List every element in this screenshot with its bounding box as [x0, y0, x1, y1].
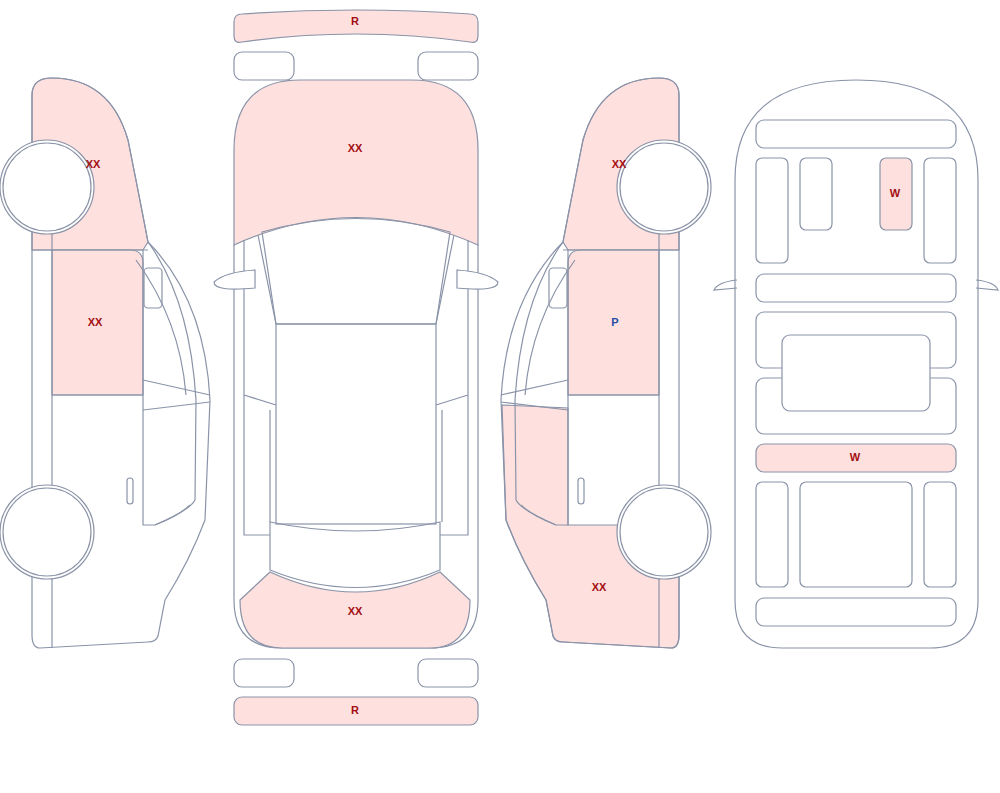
damage-code: XX [348, 605, 363, 618]
damage-code: XX [88, 316, 103, 329]
damage-code: W [850, 451, 860, 464]
damage-code: R [351, 15, 359, 28]
damage-code: P [611, 316, 618, 329]
right-side-view [501, 78, 711, 648]
interior-view [714, 80, 998, 648]
damage-code: XX [348, 142, 363, 155]
damage-code: W [890, 187, 900, 200]
top-view [214, 10, 498, 725]
left-side-view [0, 78, 210, 648]
damage-code: XX [86, 158, 101, 171]
damage-code: R [351, 704, 359, 717]
damage-code: XX [612, 158, 627, 171]
damage-code: XX [592, 581, 607, 594]
